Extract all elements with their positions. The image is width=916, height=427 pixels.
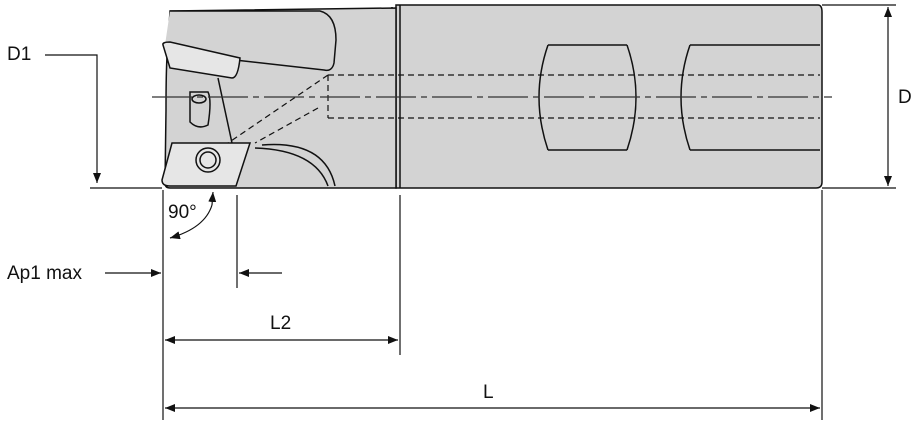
- dimension-lines: [45, 4, 896, 420]
- pocket-edge: [217, 77, 233, 144]
- chip-groove-outer: [254, 147, 329, 187]
- ap1-max-label: Ap1 max: [7, 263, 82, 284]
- d-label: D: [898, 87, 912, 108]
- cutter-body: [161, 4, 823, 189]
- screw-pocket-hole: [191, 94, 207, 104]
- top-insert: [162, 41, 241, 79]
- angle-label: 90°: [168, 202, 197, 223]
- l2-label: L2: [270, 313, 292, 334]
- chip-groove-inner: [261, 143, 336, 187]
- insert-screw-inner: [199, 151, 217, 169]
- d1-label: D1: [7, 44, 32, 65]
- angle-arc-arrow-up: [208, 191, 217, 206]
- hidden-lines: [227, 74, 820, 144]
- coolant-channels: [227, 74, 329, 144]
- d1-dimension-arrow: [45, 54, 101, 183]
- angle-arc-arrow-down: [169, 204, 213, 240]
- l-label: L: [483, 382, 494, 403]
